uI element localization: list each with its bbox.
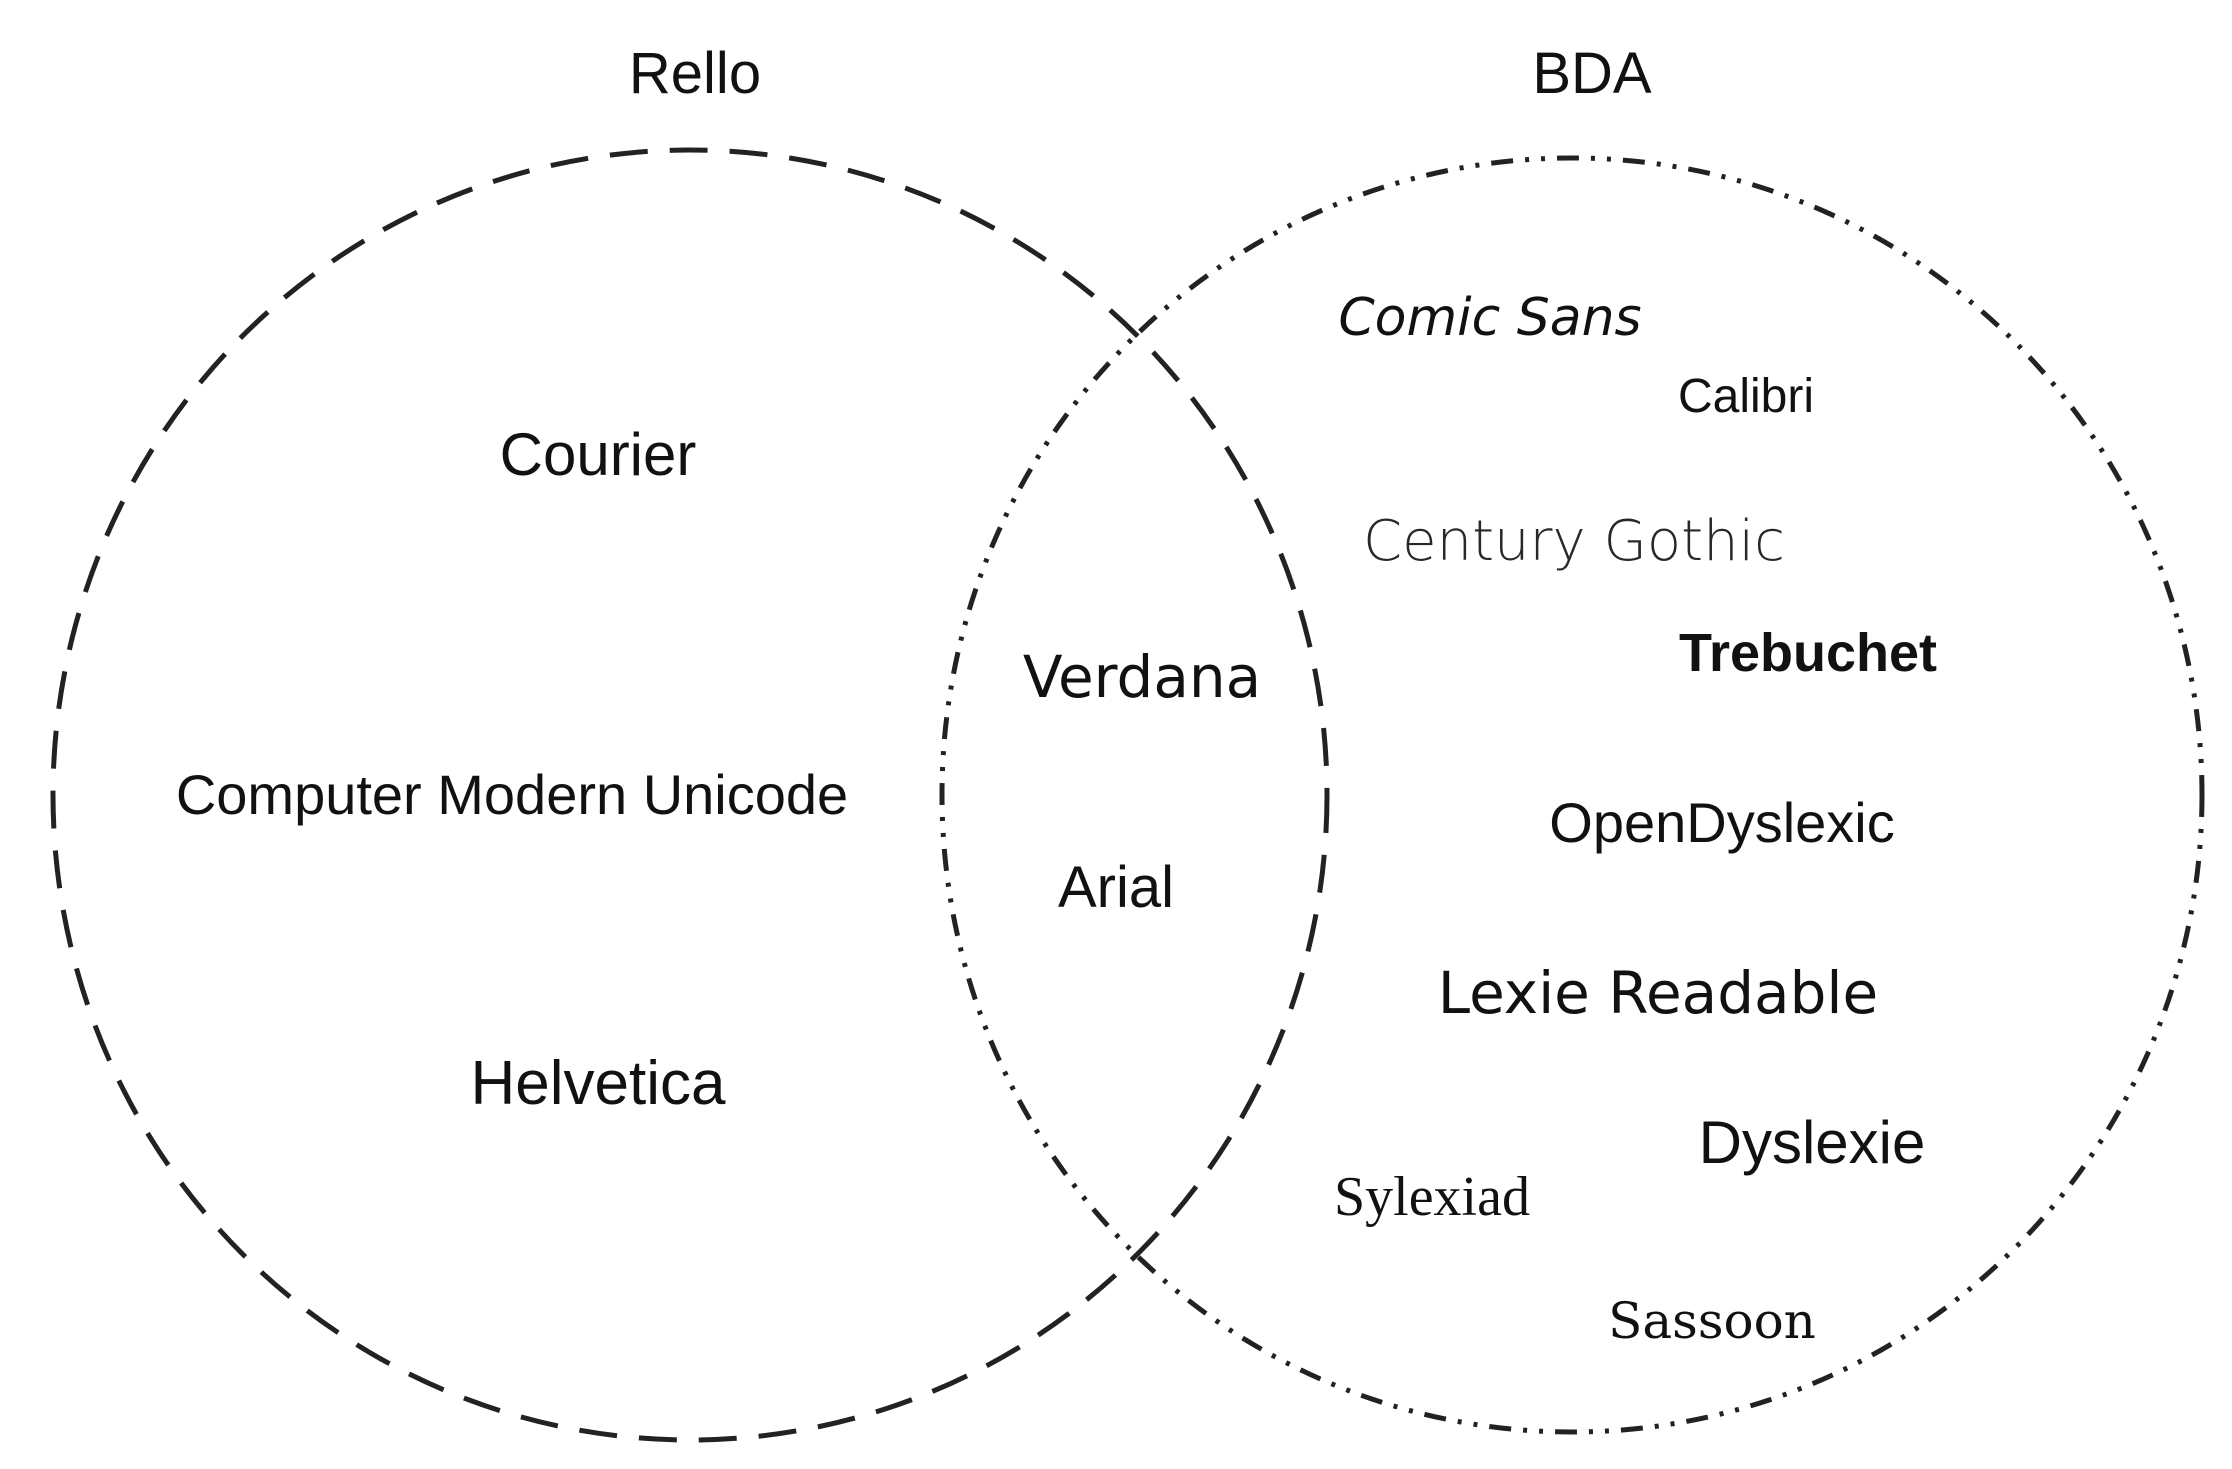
font-label-comic-sans: Comic Sans	[1338, 288, 1641, 348]
font-label-dyslexie: Dyslexie	[1699, 1109, 1926, 1176]
rello-title: Rello	[629, 41, 761, 106]
font-label-helvetica: Helvetica	[471, 1049, 727, 1118]
font-label-sassoon: Sassoon	[1608, 1292, 1816, 1350]
rello-circle	[50, 147, 1330, 1443]
font-label-computer-modern-unicode: Computer Modern Unicode	[176, 763, 848, 826]
font-label-calibri: Calibri	[1678, 370, 1814, 423]
font-label-opendyslexic: OpenDyslexic	[1549, 791, 1894, 854]
font-label-verdana: Verdana	[1023, 643, 1261, 711]
font-label-courier: Courier	[500, 421, 697, 488]
font-label-sylexiad: Sylexiad	[1334, 1166, 1530, 1228]
font-label-lexie-readable: Lexie Readable	[1438, 959, 1878, 1027]
font-label-arial: Arial	[1058, 855, 1174, 920]
bda-circle	[939, 155, 2205, 1435]
font-label-trebuchet: Trebuchet	[1679, 623, 1937, 683]
bda-title: BDA	[1532, 41, 1652, 106]
font-label-century-gothic: Century Gothic	[1363, 509, 1785, 574]
